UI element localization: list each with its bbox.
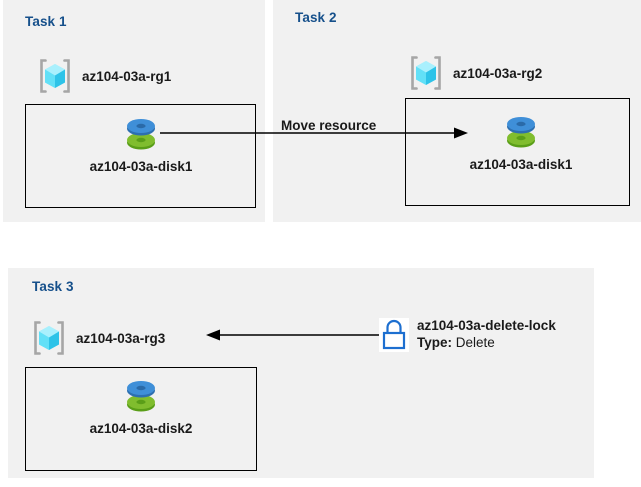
task-1-title: Task 1	[25, 14, 67, 29]
resource-group-cube-icon	[407, 54, 445, 92]
resource-group-2-label: az104-03a-rg2	[453, 65, 543, 81]
lock-type-line: Type: Delete	[417, 335, 556, 352]
lock-name-label: az104-03a-delete-lock	[417, 318, 556, 333]
disk-node-2-label: az104-03a-disk1	[469, 157, 573, 172]
task-3-title: Task 3	[32, 279, 74, 294]
resource-group-2: az104-03a-rg2	[407, 54, 542, 92]
move-resource-label: Move resource	[281, 118, 377, 133]
lock-type-value: Delete	[455, 334, 495, 350]
disk-node-3-label: az104-03a-disk2	[89, 421, 193, 436]
lock-text-block: az104-03a-delete-lock Type: Delete	[417, 318, 556, 352]
task-2-title: Task 2	[295, 10, 337, 25]
resource-group-1: az104-03a-rg1	[36, 57, 171, 95]
managed-disk-icon	[121, 112, 161, 156]
managed-disk-icon	[121, 374, 161, 418]
managed-disk-icon	[501, 110, 541, 154]
resource-lock-node: az104-03a-delete-lock Type: Delete	[379, 318, 556, 352]
move-resource-arrow	[160, 127, 468, 139]
resource-group-1-label: az104-03a-rg1	[82, 68, 172, 84]
padlock-icon	[379, 318, 409, 352]
disk-node-1: az104-03a-disk1	[80, 112, 202, 174]
resource-group-cube-icon	[30, 319, 68, 357]
disk-node-2: az104-03a-disk1	[460, 110, 582, 172]
lock-type-key: Type:	[417, 334, 453, 350]
lock-to-resource-group-arrow	[206, 329, 383, 341]
resource-group-3-label: az104-03a-rg3	[76, 330, 166, 346]
task-2-resource-box	[405, 98, 630, 206]
resource-group-cube-icon	[36, 57, 74, 95]
disk-node-3: az104-03a-disk2	[80, 374, 202, 436]
resource-group-3: az104-03a-rg3	[30, 319, 165, 357]
disk-node-1-label: az104-03a-disk1	[89, 159, 193, 174]
